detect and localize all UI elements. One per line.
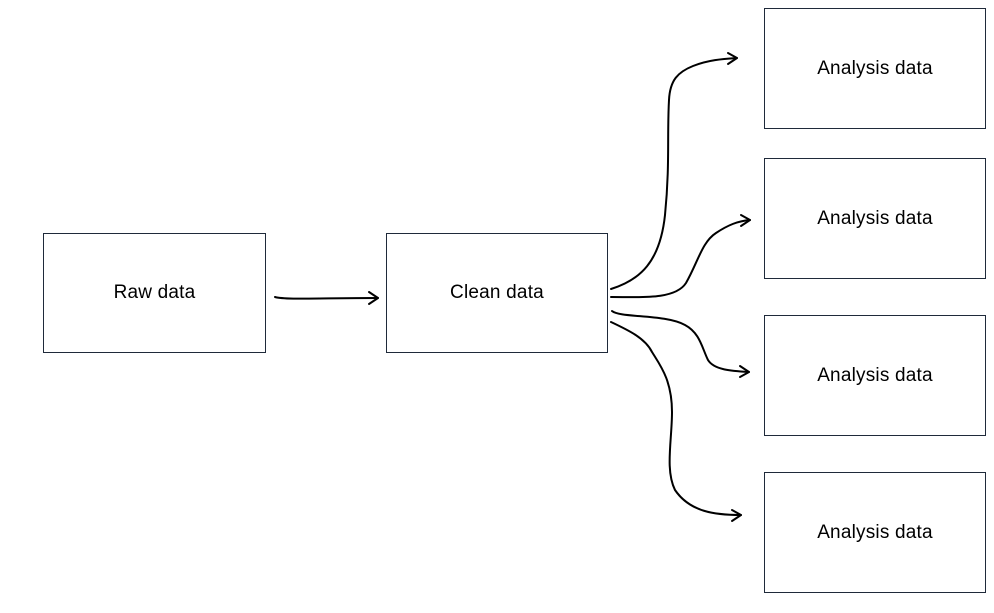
edge-clean-to-analysis-3-arrowhead [739,365,750,378]
node-analysis-data-4: Analysis data [764,472,986,593]
node-analysis-data-label: Analysis data [817,207,933,229]
node-analysis-data-label: Analysis data [817,364,933,386]
node-clean-data-label: Clean data [450,282,544,303]
node-analysis-data-label: Analysis data [817,521,933,543]
edge-clean-to-analysis-4 [610,321,742,516]
edge-clean-to-analysis-1-arrowhead [727,52,738,65]
edge-clean-to-analysis-1 [610,57,738,290]
node-analysis-data-1: Analysis data [764,8,986,129]
edge-clean-to-analysis-4-arrowhead [731,509,742,522]
node-analysis-data-label: Analysis data [817,57,933,79]
node-clean-data: Clean data [386,233,608,353]
edge-clean-to-analysis-2 [610,219,751,299]
node-analysis-data-3: Analysis data [764,315,986,436]
node-raw-data: Raw data [43,233,266,353]
edge-raw-to-clean-arrowhead [368,291,379,305]
edge-clean-to-analysis-2-arrowhead [740,214,751,227]
edge-clean-to-analysis-3 [611,310,750,373]
node-analysis-data-2: Analysis data [764,158,986,279]
edge-raw-to-clean [274,296,379,300]
node-raw-data-label: Raw data [113,282,196,303]
